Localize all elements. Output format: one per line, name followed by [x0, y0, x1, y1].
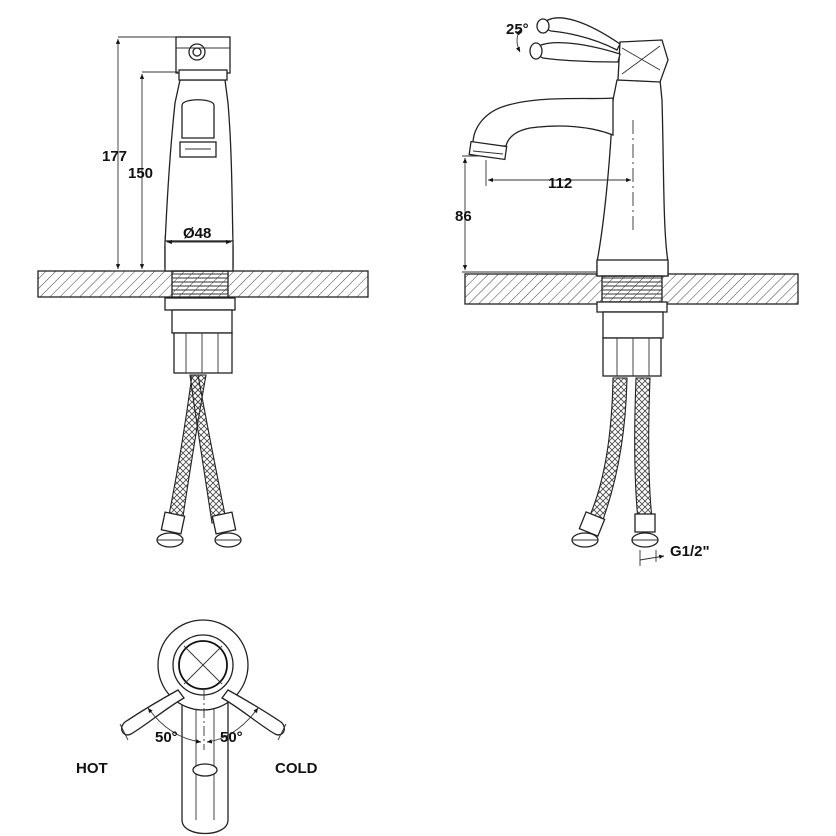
- dim-body-height: 150: [128, 165, 153, 182]
- dim-arc-25: [515, 29, 521, 53]
- cold-angle-arc: [206, 707, 259, 744]
- hot-angle-arc: [147, 707, 202, 744]
- front-threaded-shank: [171, 270, 229, 299]
- front-base-ring: [164, 240, 234, 272]
- dim-base-diameter: Ø48: [183, 225, 211, 242]
- front-cap: [175, 36, 231, 74]
- side-hose-end-left: [571, 511, 606, 548]
- side-aerator: [468, 140, 508, 161]
- side-mounting-nut: [602, 337, 662, 377]
- front-view: 177 150 Ø48: [37, 36, 369, 548]
- top-view: 50° 50° HOT COLD: [76, 619, 318, 835]
- hot-angle-label: 50°: [155, 729, 178, 746]
- front-hose-right: [189, 374, 227, 524]
- side-hose-right: [634, 377, 653, 521]
- dim-spout-reach: 112: [548, 175, 572, 192]
- hot-label: HOT: [76, 760, 108, 777]
- front-aerator: [179, 141, 217, 158]
- dim-line-g12: [639, 554, 665, 561]
- side-spout: [472, 97, 614, 147]
- dim-spout-height: 86: [455, 208, 472, 225]
- top-spout-outline: [181, 689, 229, 835]
- side-view: 86 112 25° G1/2": [455, 17, 799, 566]
- handle-pivot-icon: [188, 43, 206, 61]
- cold-label: COLD: [275, 760, 318, 777]
- dim-handle-angle: 25°: [506, 21, 529, 38]
- side-hose-end-right: [631, 513, 659, 548]
- front-mounting-nut: [173, 332, 233, 374]
- side-hose-left: [587, 377, 628, 526]
- side-handle-head: [617, 39, 669, 83]
- side-threaded-shank: [601, 275, 663, 303]
- top-aerator: [192, 763, 218, 777]
- front-hose-end-right: [211, 511, 242, 548]
- dim-total-height: 177: [102, 148, 127, 165]
- dim-connector-thread: G1/2": [670, 543, 710, 560]
- front-hose-end-left: [156, 511, 186, 548]
- cold-angle-label: 50°: [220, 729, 243, 746]
